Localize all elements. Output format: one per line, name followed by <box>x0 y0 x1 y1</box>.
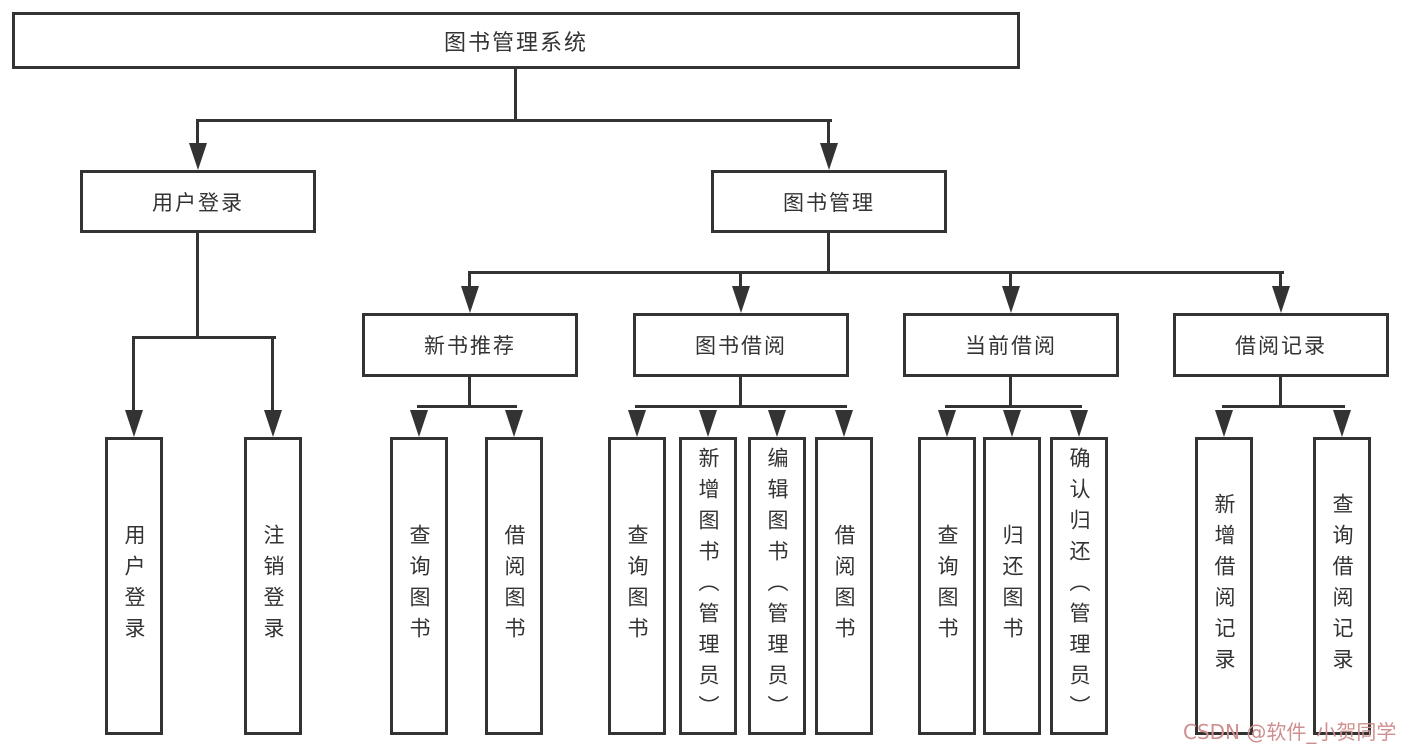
node-library-system: 图书管理系统 <box>12 12 1020 69</box>
node-borrowing-records: 借阅记录 <box>1173 313 1389 377</box>
leaf-add-books-admin: 新增图书（管理员） <box>679 437 737 735</box>
node-new-book-recommendation: 新书推荐 <box>362 313 578 377</box>
arrow-down-icon <box>189 143 207 170</box>
leaf-query-books-borrowing: 查询图书 <box>608 437 666 735</box>
leaf-user-login: 用户登录 <box>105 437 163 735</box>
connector-line <box>271 336 274 416</box>
connector-line <box>739 377 742 408</box>
arrow-down-icon <box>264 410 282 437</box>
arrow-down-icon <box>732 286 750 313</box>
connector-line <box>739 271 742 291</box>
arrow-down-icon <box>1070 410 1088 437</box>
connector-line <box>196 119 832 122</box>
node-book-borrowing: 图书借阅 <box>633 313 849 377</box>
node-user-login: 用户登录 <box>80 170 316 233</box>
connector-line <box>468 377 471 408</box>
arrow-down-icon <box>505 410 523 437</box>
connector-line <box>514 69 517 121</box>
leaf-borrow-books-borrowing: 借阅图书 <box>815 437 873 735</box>
arrow-down-icon <box>461 286 479 313</box>
connector-line <box>468 271 1284 274</box>
leaf-query-borrow-record: 查询借阅记录 <box>1313 437 1371 735</box>
node-current-borrowing: 当前借阅 <box>903 313 1119 377</box>
connector-line <box>1279 377 1282 408</box>
leaf-borrow-books-recommend: 借阅图书 <box>485 437 543 735</box>
connector-line <box>1009 271 1012 291</box>
connector-line <box>417 405 517 408</box>
arrow-down-icon <box>628 410 646 437</box>
arrow-down-icon <box>1333 410 1351 437</box>
connector-line <box>132 336 276 339</box>
arrow-down-icon <box>1215 410 1233 437</box>
arrow-down-icon <box>820 143 838 170</box>
arrow-down-icon <box>1003 410 1021 437</box>
node-book-management: 图书管理 <box>711 170 947 233</box>
connector-line <box>1279 271 1282 291</box>
leaf-logout-login: 注销登录 <box>244 437 302 735</box>
connector-line <box>945 405 1082 408</box>
leaf-add-borrow-record: 新增借阅记录 <box>1195 437 1253 735</box>
leaf-edit-books-admin: 编辑图书（管理员） <box>748 437 806 735</box>
connector-line <box>1222 405 1345 408</box>
leaf-return-books: 归还图书 <box>983 437 1041 735</box>
arrow-down-icon <box>1002 286 1020 313</box>
arrow-down-icon <box>938 410 956 437</box>
connector-line <box>635 405 847 408</box>
connector-line <box>468 271 471 291</box>
connector-line <box>1009 377 1012 408</box>
arrow-down-icon <box>768 410 786 437</box>
arrow-down-icon <box>125 410 143 437</box>
leaf-query-books-recommend: 查询图书 <box>390 437 448 735</box>
connector-line <box>827 233 830 274</box>
watermark: CSDN @软件_小贺同学 <box>1183 720 1397 744</box>
connector-line <box>132 336 135 416</box>
arrow-down-icon <box>1272 286 1290 313</box>
connector-line <box>196 233 199 339</box>
leaf-query-books-current: 查询图书 <box>918 437 976 735</box>
arrow-down-icon <box>835 410 853 437</box>
leaf-confirm-return-admin: 确认归还（管理员） <box>1050 437 1108 735</box>
connector-line <box>827 119 830 149</box>
connector-line <box>196 119 199 149</box>
arrow-down-icon <box>410 410 428 437</box>
arrow-down-icon <box>699 410 717 437</box>
